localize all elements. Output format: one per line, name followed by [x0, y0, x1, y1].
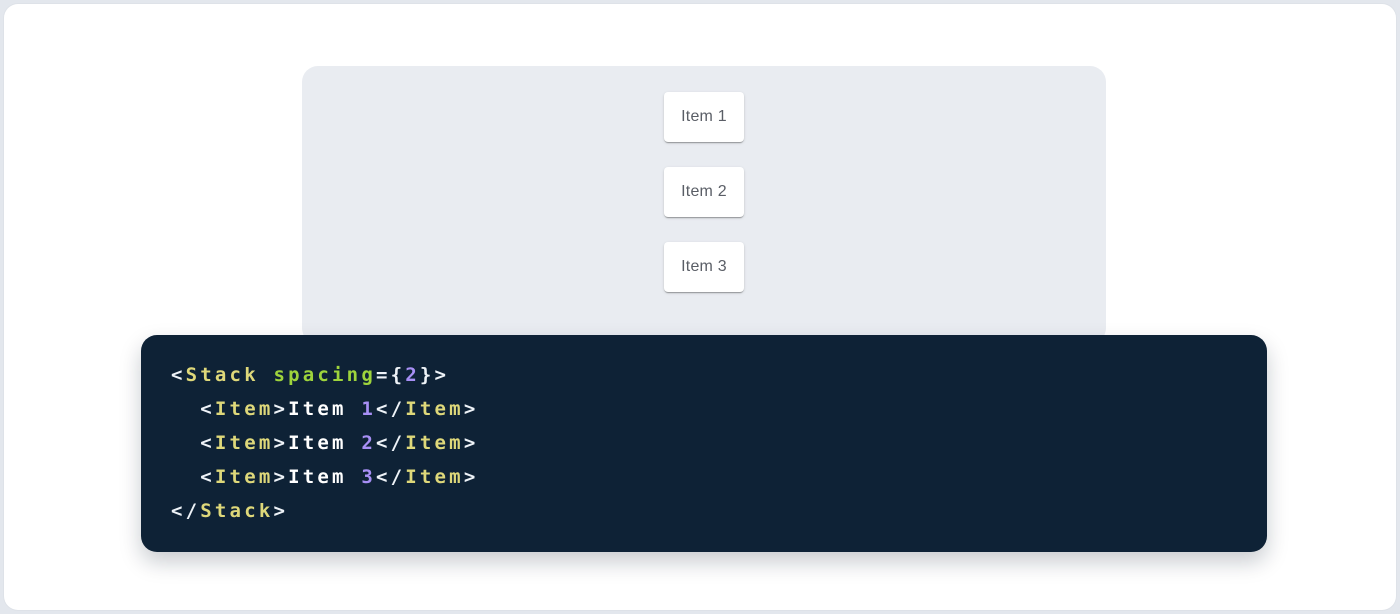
code-token-text — [171, 466, 200, 488]
code-token-punctuation: } — [419, 364, 435, 386]
code-line-2: <Item>Item 1</Item> — [171, 392, 1237, 426]
code-token-text — [171, 432, 200, 454]
code-token-tag: Item — [405, 432, 464, 454]
code-token-number: 2 — [361, 432, 376, 454]
code-line-1: <Stack spacing={2}> — [171, 358, 1237, 392]
code-token-tag: Item — [214, 398, 274, 420]
code-token-text: Item — [288, 398, 362, 420]
code-token-punctuation: </ — [375, 432, 406, 454]
code-line-4: <Item>Item 3</Item> — [171, 460, 1237, 494]
code-token-tag: Stack — [185, 364, 259, 386]
code-token-punctuation: > — [273, 466, 289, 488]
stack-item-3: Item 3 — [664, 242, 744, 292]
code-token-text — [171, 398, 200, 420]
code-token-text: Item — [288, 432, 362, 454]
code-token-punctuation: </ — [375, 466, 406, 488]
code-token-punctuation: > — [273, 432, 289, 454]
code-line-3: <Item>Item 2</Item> — [171, 426, 1237, 460]
code-token-punctuation: < — [200, 398, 215, 420]
code-token-text — [259, 364, 274, 386]
code-token-punctuation: < — [200, 432, 215, 454]
code-token-punctuation: > — [273, 500, 289, 522]
stack-item-1: Item 1 — [664, 92, 744, 142]
code-token-number: 3 — [361, 466, 376, 488]
code-token-number: 2 — [405, 364, 420, 386]
code-token-tag: Item — [405, 466, 464, 488]
code-token-number: 1 — [361, 398, 376, 420]
code-token-tag: Stack — [200, 500, 274, 522]
code-token-punctuation: > — [273, 398, 289, 420]
code-token-punctuation: { — [390, 364, 406, 386]
code-token-punctuation: > — [463, 466, 479, 488]
code-token-punctuation: > — [463, 398, 479, 420]
stack-demo-panel: Item 1 Item 2 Item 3 — [302, 66, 1106, 344]
code-token-punctuation: < — [171, 364, 186, 386]
code-token-punctuation: > — [434, 364, 450, 386]
code-token-punctuation: > — [463, 432, 479, 454]
code-token-text: Item — [288, 466, 362, 488]
code-token-tag: Item — [214, 432, 274, 454]
code-token-punctuation: </ — [375, 398, 406, 420]
stack-item-2: Item 2 — [664, 167, 744, 217]
code-token-punctuation: </ — [171, 500, 201, 522]
code-token-attr: spacing — [273, 364, 376, 386]
code-token-tag: Item — [214, 466, 274, 488]
code-line-5: </Stack> — [171, 494, 1237, 528]
code-token-tag: Item — [405, 398, 464, 420]
stack-container: Item 1 Item 2 Item 3 — [302, 66, 1106, 292]
code-token-punctuation: < — [200, 466, 215, 488]
code-block: <Stack spacing={2}> <Item>Item 1</Item> … — [141, 335, 1267, 552]
code-token-punctuation: = — [375, 364, 391, 386]
